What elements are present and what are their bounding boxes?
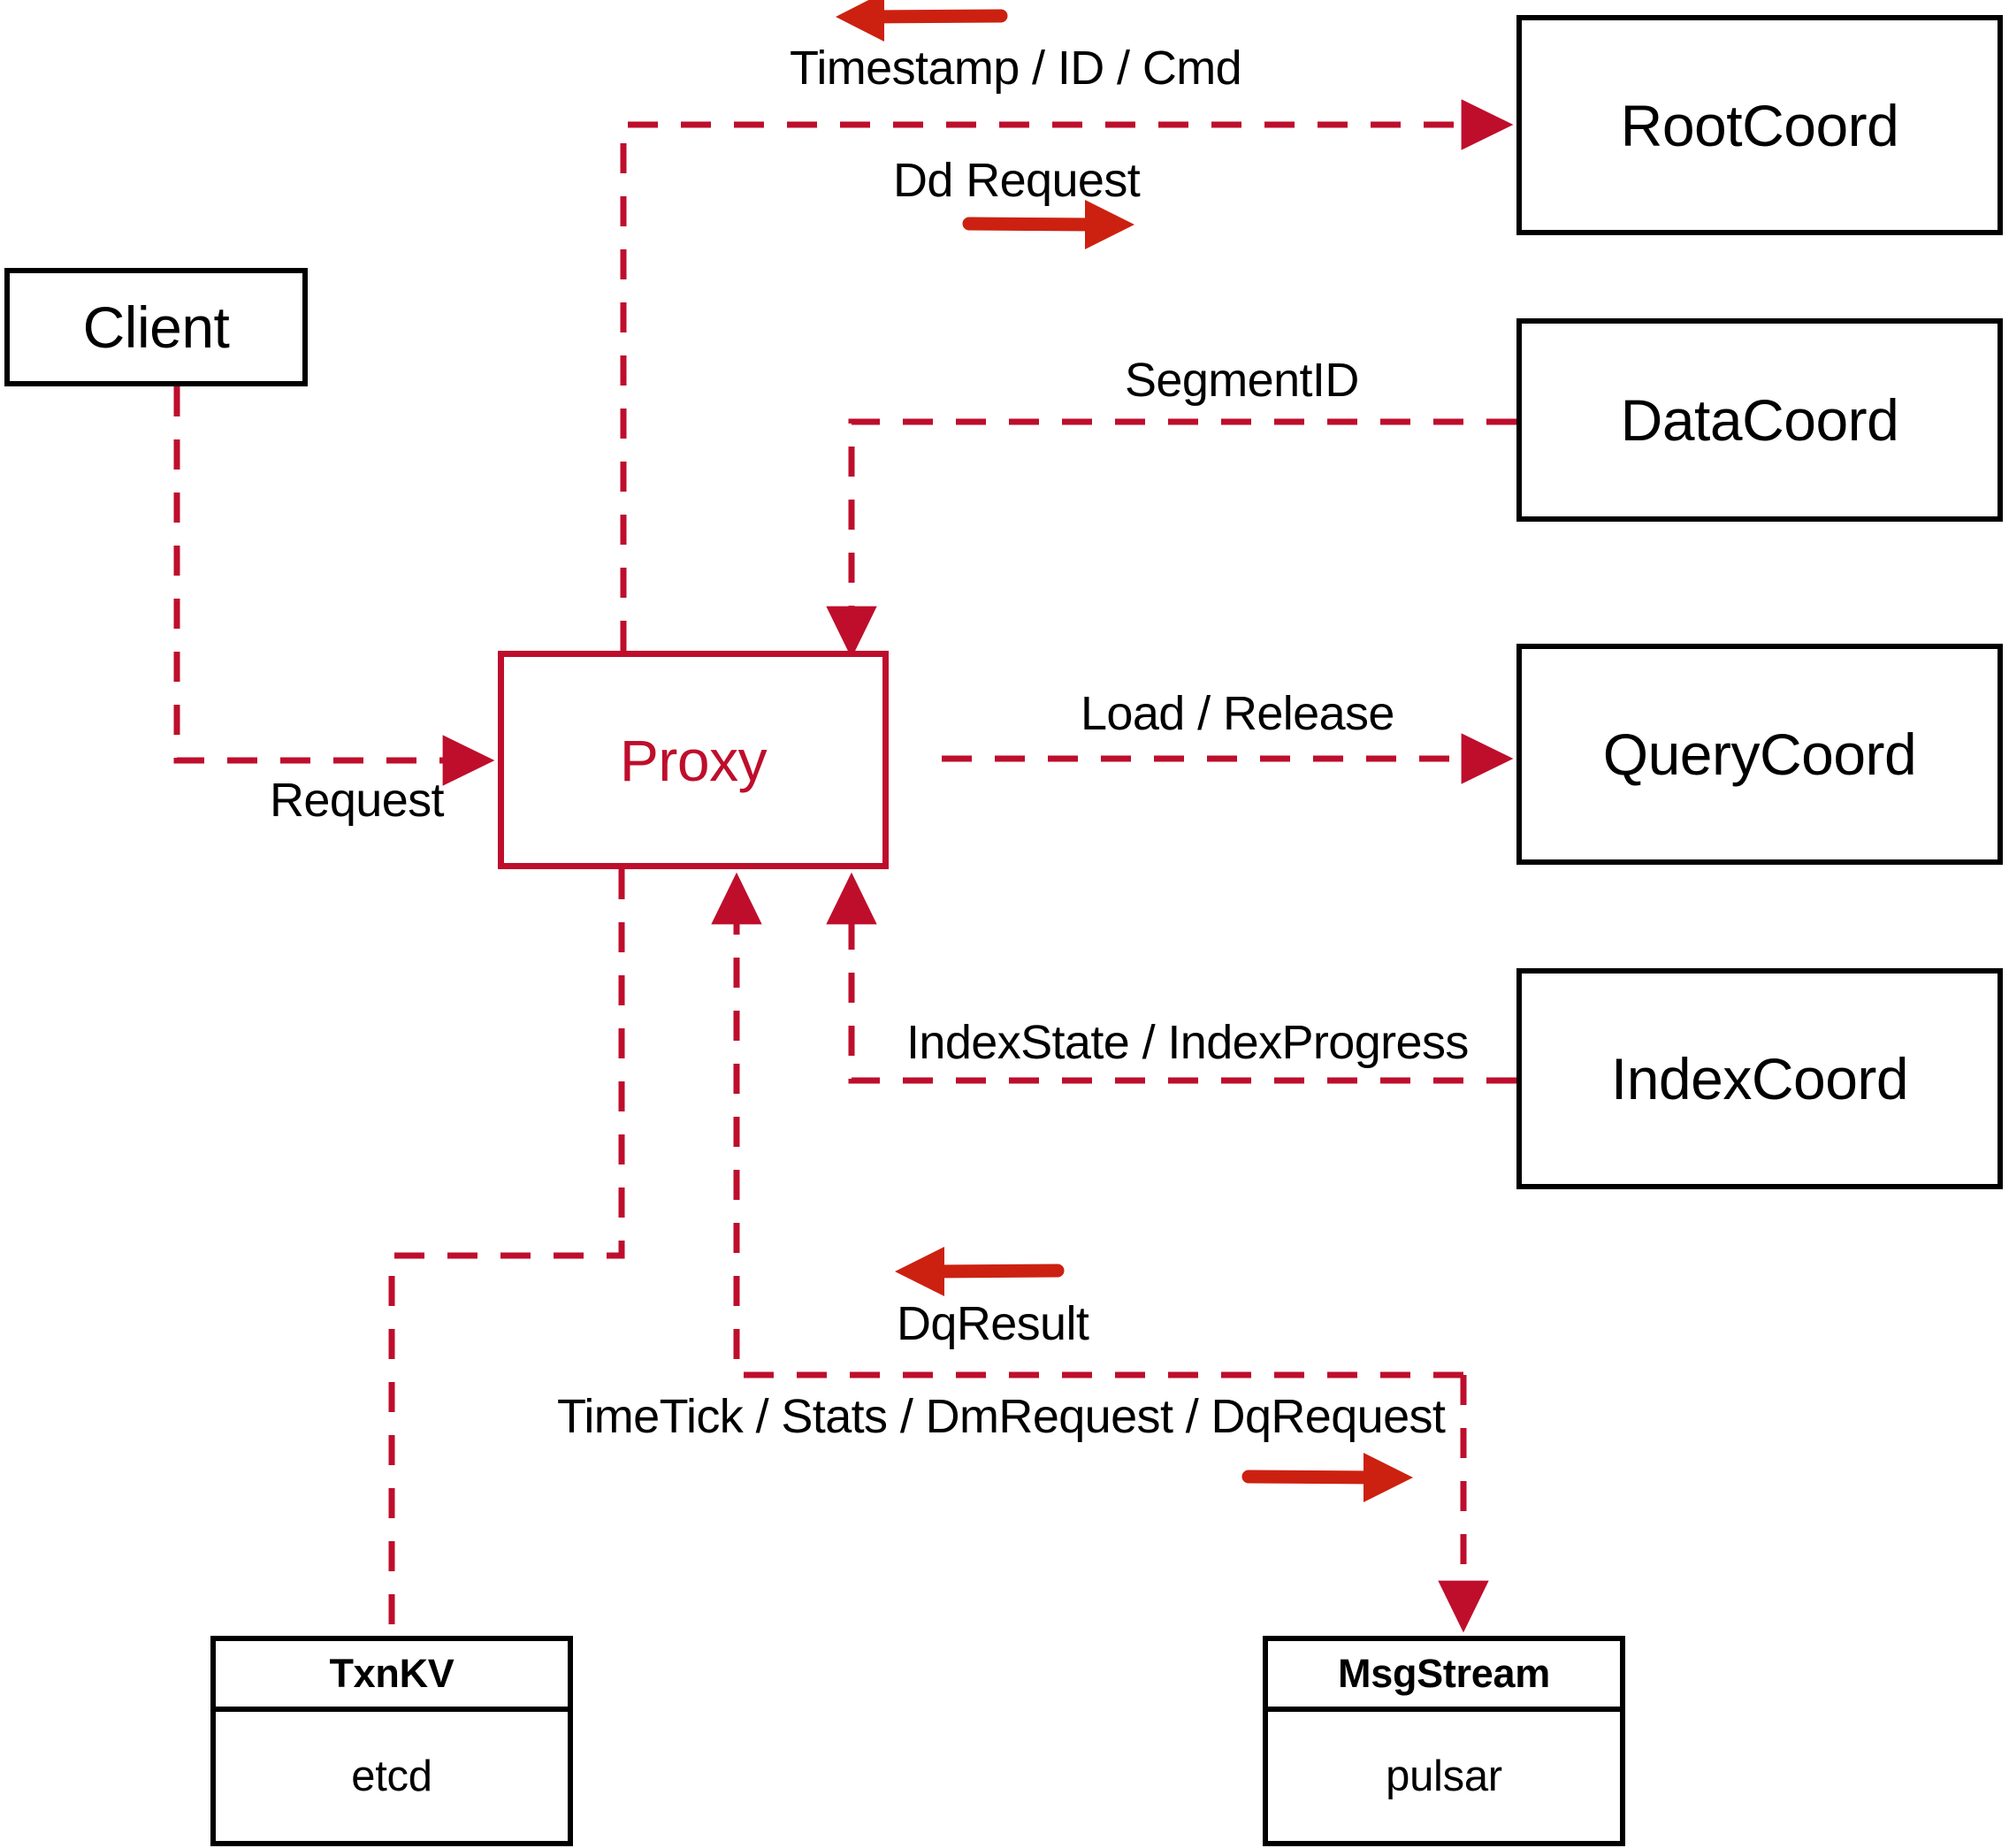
timestamp-direction-arrow-head (836, 0, 884, 42)
node-indexcoord-label: IndexCoord (1610, 1046, 1909, 1111)
timetick-direction-arrow-shaft (1241, 1470, 1383, 1485)
edge-label-dq-result: DqResult (897, 1297, 1089, 1350)
edge-proxy-to-txnkv (388, 869, 625, 1636)
node-proxy[interactable]: Proxy (498, 651, 889, 869)
timetick-direction-arrow-head (1364, 1453, 1413, 1502)
edge-label-timestamp-id-cmd: Timestamp / ID / Cmd (790, 42, 1242, 95)
node-datacoord-label: DataCoord (1620, 387, 1899, 453)
edge-label-dd-request: Dd Request (893, 154, 1141, 207)
edge-client-to-proxy (173, 386, 495, 786)
timestamp-direction-arrow-shaft (864, 9, 1008, 24)
node-txnkv-body: etcd (351, 1753, 432, 1800)
node-indexcoord[interactable]: IndexCoord (1516, 968, 2003, 1189)
node-msgstream-body: pulsar (1386, 1753, 1502, 1800)
dd-request-direction-arrow-head (1085, 200, 1134, 249)
node-client[interactable]: Client (4, 268, 308, 386)
dd-request-direction-arrow-shaft (962, 217, 1104, 232)
edge-label-timetick-stats: TimeTick / Stats / DmRequest / DqRequest (557, 1390, 1446, 1443)
edge-label-index-state-progress: IndexState / IndexProgress (906, 1016, 1469, 1069)
edge-label-request: Request (270, 774, 445, 827)
node-txnkv[interactable]: TxnKV etcd (210, 1636, 573, 1846)
node-rootcoord-label: RootCoord (1620, 92, 1899, 158)
edge-label-segment-id: SegmentID (1125, 354, 1359, 407)
edge-indexcoord-to-proxy (826, 872, 1516, 1084)
edge-proxy-to-rootcoord (620, 99, 1514, 651)
node-txnkv-header: TxnKV (216, 1641, 568, 1712)
node-proxy-label: Proxy (619, 727, 768, 793)
node-querycoord-label: QueryCoord (1602, 722, 1917, 787)
node-msgstream[interactable]: MsgStream pulsar (1263, 1636, 1625, 1846)
edge-datacoord-to-proxy (826, 418, 1516, 659)
node-datacoord[interactable]: DataCoord (1516, 318, 2003, 522)
node-rootcoord[interactable]: RootCoord (1516, 15, 2003, 235)
node-client-label: Client (82, 294, 230, 360)
edge-msgstream-to-proxy (711, 872, 1463, 1378)
edge-label-load-release: Load / Release (1081, 687, 1394, 740)
node-querycoord[interactable]: QueryCoord (1516, 644, 2003, 865)
node-msgstream-header: MsgStream (1268, 1641, 1620, 1712)
dq-result-direction-arrow-head (895, 1247, 944, 1296)
